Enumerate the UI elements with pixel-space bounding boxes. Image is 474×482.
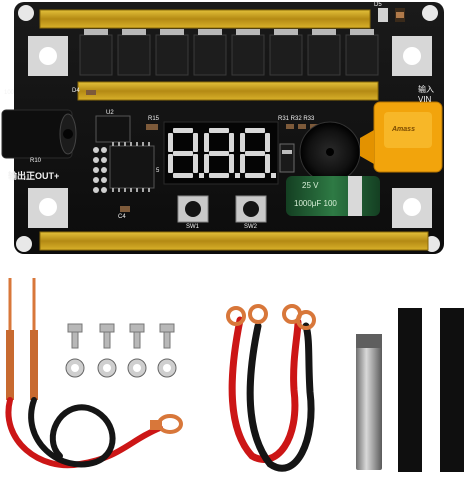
copper-bar-bottom	[40, 232, 428, 250]
adhesive-pad	[398, 308, 422, 472]
copper-bar-top	[40, 10, 370, 28]
display-segment	[168, 154, 173, 173]
label-r31-r33: R31 R32 R33	[278, 116, 315, 122]
pcb-board	[1, 2, 444, 254]
label-u2: U2	[106, 110, 114, 116]
push-button-sw1	[177, 195, 209, 223]
bolts	[67, 323, 175, 349]
xt60-brand: Amass	[392, 126, 415, 133]
label-sw2: SW2	[244, 224, 258, 230]
capacitor-value: 1000μF 100	[294, 199, 337, 208]
display-segment	[265, 154, 270, 173]
display-segment	[209, 128, 229, 133]
microcontroller	[109, 142, 155, 192]
mounting-hole	[392, 36, 432, 76]
electrolytic-capacitor	[286, 176, 380, 216]
mounting-hole	[392, 188, 432, 228]
copper-bar-middle	[78, 82, 378, 100]
nuts	[65, 358, 177, 378]
display-segment	[245, 128, 265, 133]
label-d5: D5	[374, 2, 382, 8]
label-sw1: SW1	[186, 224, 200, 230]
push-button-sw2	[235, 195, 267, 223]
dc-barrel-jack	[1, 109, 77, 159]
display-segment	[173, 173, 193, 178]
display-decimal-point	[271, 173, 276, 178]
label-c4: C4	[118, 214, 126, 220]
display-segment	[193, 133, 198, 152]
adhesive-pad	[440, 308, 464, 472]
display-segment	[209, 173, 229, 178]
display-segment	[265, 133, 270, 152]
spot-welding-pens	[5, 278, 183, 469]
display-decimal-point	[235, 173, 240, 178]
power-cables	[226, 304, 316, 472]
display-segment	[245, 173, 265, 178]
display-segment	[204, 154, 209, 173]
display-segment	[204, 133, 209, 152]
label-d4: D4	[72, 88, 80, 94]
display-decimal-point	[199, 173, 204, 178]
label-output-positive: 输出正OUT+	[8, 171, 60, 181]
buzzer	[299, 121, 361, 183]
display-segment	[173, 150, 193, 156]
capacitor-rating: 25 V	[302, 181, 319, 190]
mounting-hole	[28, 188, 68, 228]
display-segment	[229, 154, 234, 173]
display-segment	[209, 150, 229, 156]
label-input: 输入	[418, 85, 434, 94]
display-segment	[245, 150, 265, 156]
label-r15: R15	[148, 116, 160, 122]
display-segment	[240, 154, 245, 173]
xt60-connector	[360, 101, 443, 173]
display-segment	[173, 128, 193, 133]
label-5: 5	[156, 168, 160, 174]
label-100: 100	[4, 90, 15, 96]
display-digits	[168, 128, 276, 180]
display-segment	[229, 133, 234, 152]
display-segment	[240, 133, 245, 152]
label-r10: R10	[30, 158, 42, 164]
mosfet-row	[79, 34, 379, 76]
u2-chip	[95, 115, 131, 143]
display-segment	[193, 154, 198, 173]
label-vin: VIN	[418, 95, 432, 104]
nickel-strip	[356, 334, 382, 470]
display-segment	[168, 133, 173, 152]
mounting-hole	[28, 36, 68, 76]
